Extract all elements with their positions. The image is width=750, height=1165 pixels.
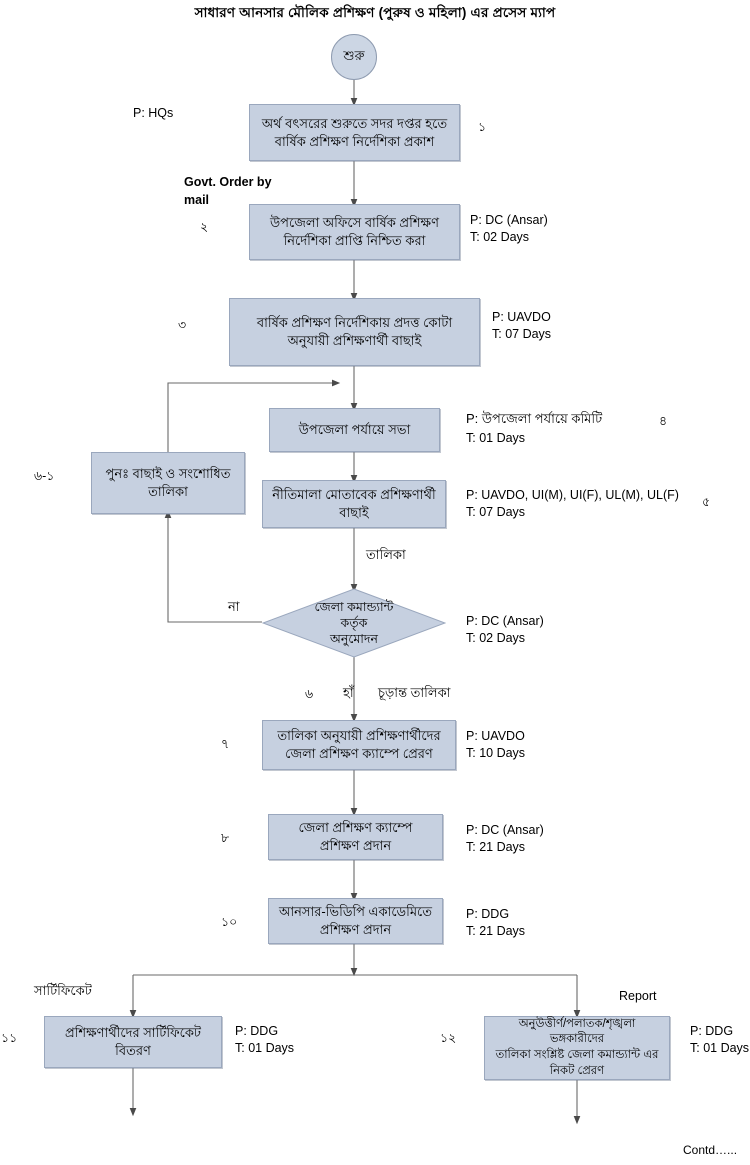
edge-label-govt-order: Govt. Order by mail bbox=[184, 175, 272, 208]
edge-label-report: Report bbox=[619, 989, 657, 1003]
process-box-12[interactable]: অনুউত্তীর্ণ/পলাতক/শৃঙ্খলা ভঙ্গকারীদের তা… bbox=[484, 1016, 670, 1080]
decision-diamond[interactable]: জেলা কমান্ড্যান্ট কর্তৃক অনুমোদন bbox=[262, 588, 446, 658]
step-number-8: ৮ bbox=[221, 831, 230, 845]
time-label-3: T: 07 Days bbox=[492, 327, 552, 341]
process-box-1[interactable]: অর্থ বৎসরের শুরুতে সদর দপ্তর হতে বার্ষিক… bbox=[249, 104, 460, 161]
performer-label-7: P: UAVDO bbox=[466, 729, 525, 743]
time-label-decision: T: 02 Days bbox=[466, 631, 526, 645]
time-label-11: T: 01 Days bbox=[235, 1041, 295, 1055]
time-label-4: T: 01 Days bbox=[466, 431, 526, 445]
step-number-7: ৭ bbox=[221, 737, 230, 751]
process-box-4[interactable]: উপজেলা পর্যায়ে সভা bbox=[269, 408, 440, 452]
performer-label-8: P: DC (Ansar) bbox=[466, 823, 544, 837]
start-node: শুরু bbox=[331, 34, 377, 80]
contd-label: Contd…... bbox=[683, 1143, 738, 1157]
performer-label-2: P: DC (Ansar) bbox=[470, 213, 548, 227]
step-number-1: ১ bbox=[478, 120, 487, 134]
diamond-shape bbox=[262, 588, 446, 658]
time-label-5: T: 07 Days bbox=[466, 505, 526, 519]
time-label-8: T: 21 Days bbox=[466, 840, 526, 854]
time-label-2: T: 02 Days bbox=[470, 230, 530, 244]
step-number-5: ৫ bbox=[702, 495, 711, 509]
time-label-12: T: 01 Days bbox=[690, 1041, 750, 1055]
performer-label-1: P: HQs bbox=[133, 106, 174, 120]
process-box-11[interactable]: প্রশিক্ষণার্থীদের সার্টিফিকেট বিতরণ bbox=[44, 1016, 222, 1068]
step-number-2: ২ bbox=[200, 220, 209, 234]
edge-label-yes: হাঁ bbox=[343, 685, 354, 700]
step-number-11: ১১ bbox=[1, 1031, 18, 1045]
process-box-10[interactable]: আনসার-ভিডিপি একাডেমিতে প্রশিক্ষণ প্রদান bbox=[268, 898, 443, 944]
performer-label-3: P: UAVDO bbox=[492, 310, 551, 324]
performer-label-10: P: DDG bbox=[466, 907, 510, 921]
step-number-6-1: ৬-১ bbox=[34, 469, 55, 483]
performer-label-4: P: উপজেলা পর্যায়ে কমিটি bbox=[466, 411, 603, 426]
performer-label-12: P: DDG bbox=[690, 1024, 734, 1038]
process-box-2[interactable]: উপজেলা অফিসে বার্ষিক প্রশিক্ষণ নির্দেশিক… bbox=[249, 204, 460, 260]
process-box-7[interactable]: তালিকা অনুযায়ী প্রশিক্ষণার্থীদের জেলা প… bbox=[262, 720, 456, 770]
page-title: সাধারণ আনসার মৌলিক প্রশিক্ষণ (পুরুষ ও মহ… bbox=[194, 5, 556, 20]
edge-label-final-list: চূড়ান্ত তালিকা bbox=[378, 685, 451, 700]
edge-label-talika: তালিকা bbox=[366, 547, 406, 562]
edge-label-no: না bbox=[228, 599, 240, 614]
process-box-6-1[interactable]: পুনঃ বাছাই ও সংশোধিত তালিকা bbox=[91, 452, 245, 514]
process-box-5[interactable]: নীতিমালা মোতাবেক প্রশিক্ষণার্থী বাছাই bbox=[262, 480, 446, 528]
performer-label-5: P: UAVDO, UI(M), UI(F), UL(M), UL(F) bbox=[466, 488, 679, 502]
process-box-3[interactable]: বার্ষিক প্রশিক্ষণ নির্দেশিকায় প্রদত্ত ক… bbox=[229, 298, 480, 366]
step-number-12: ১২ bbox=[440, 1031, 457, 1045]
time-label-10: T: 21 Days bbox=[466, 924, 526, 938]
step-number-3: ৩ bbox=[178, 318, 187, 332]
process-box-8[interactable]: জেলা প্রশিক্ষণ ক্যাম্পে প্রশিক্ষণ প্রদান bbox=[268, 814, 443, 860]
step-number-4: ৪ bbox=[659, 414, 668, 428]
step-number-10: ১০ bbox=[221, 915, 238, 929]
edge-label-certificate: সার্টিফিকেট bbox=[34, 983, 92, 998]
performer-label-decision: P: DC (Ansar) bbox=[466, 614, 544, 628]
step-number-6: ৬ bbox=[305, 687, 314, 701]
performer-label-11: P: DDG bbox=[235, 1024, 279, 1038]
time-label-7: T: 10 Days bbox=[466, 746, 526, 760]
